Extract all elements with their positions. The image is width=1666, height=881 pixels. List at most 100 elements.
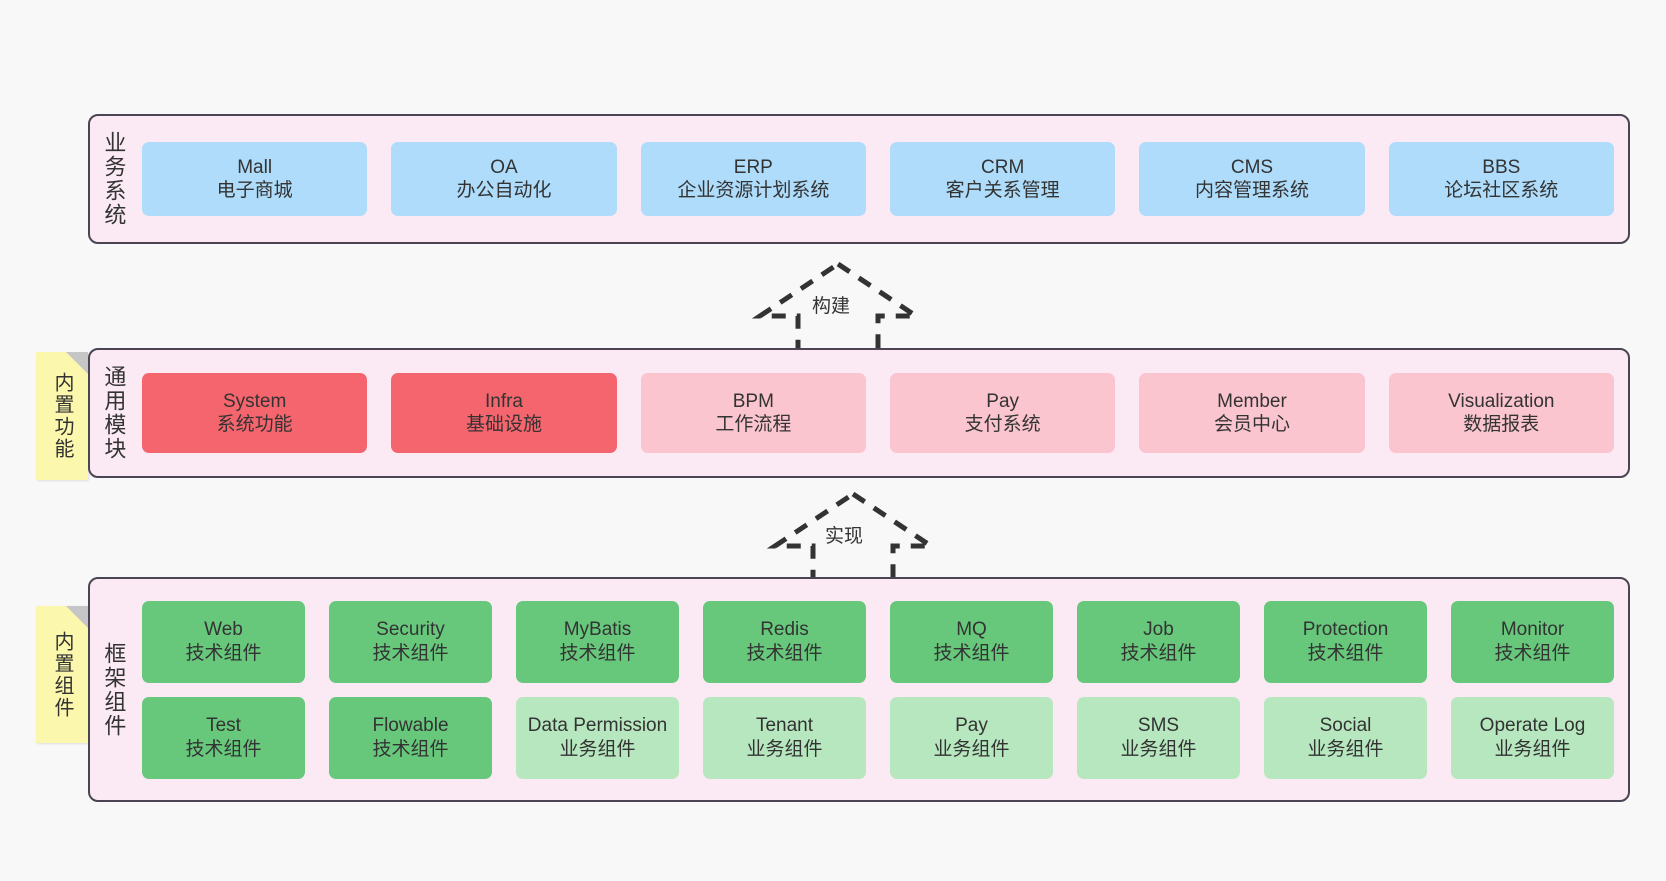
card-pay-business[interactable]: Pay 业务组件 bbox=[890, 696, 1053, 779]
card-mall[interactable]: Mall 电子商城 bbox=[142, 142, 368, 216]
card-member[interactable]: Member 会员中心 bbox=[1139, 373, 1365, 453]
card-title: MyBatis bbox=[563, 619, 632, 641]
card-title: Test bbox=[206, 715, 241, 737]
card-title: Protection bbox=[1302, 619, 1389, 641]
card-operate-log[interactable]: Operate Log 业务组件 bbox=[1451, 696, 1614, 779]
card-bbs[interactable]: BBS 论坛社区系统 bbox=[1388, 142, 1614, 216]
card-subtitle: 技术组件 bbox=[185, 738, 262, 760]
card-title: Monitor bbox=[1500, 619, 1565, 641]
card-subtitle: 技术组件 bbox=[372, 738, 449, 760]
card-subtitle: 工作流程 bbox=[715, 414, 792, 435]
card-row: Mall 电子商城 OA 办公自动化 ERP 企业资源计划系统 CRM 客户关系… bbox=[142, 142, 1614, 216]
card-title: SMS bbox=[1137, 715, 1180, 737]
card-title: OA bbox=[490, 156, 518, 178]
card-title: CRM bbox=[981, 156, 1025, 178]
card-oa[interactable]: OA 办公自动化 bbox=[391, 142, 617, 216]
card-subtitle: 技术组件 bbox=[1120, 642, 1197, 664]
card-subtitle: 技术组件 bbox=[1494, 642, 1571, 664]
card-subtitle: 技术组件 bbox=[1307, 642, 1384, 664]
layer-body-business-system: Mall 电子商城 OA 办公自动化 ERP 企业资源计划系统 CRM 客户关系… bbox=[136, 116, 1628, 242]
card-title: Infra bbox=[484, 390, 523, 412]
card-subtitle: 内容管理系统 bbox=[1194, 180, 1309, 201]
card-title: BBS bbox=[1482, 156, 1521, 178]
layer-title-framework-component: 框架组件 bbox=[101, 641, 127, 738]
card-title: ERP bbox=[733, 156, 773, 178]
card-title: Data Permission bbox=[527, 715, 668, 737]
card-title: Job bbox=[1143, 619, 1174, 641]
card-title: Pay bbox=[986, 390, 1020, 412]
arrow-implement-label: 实现 bbox=[825, 526, 864, 547]
layer-body-common-module: System 系统功能 Infra 基础设施 BPM 工作流程 Pay 支付系统… bbox=[136, 350, 1628, 476]
card-test[interactable]: Test 技术组件 bbox=[142, 696, 305, 779]
card-title: Web bbox=[204, 619, 243, 641]
layer-framework-component: 框架组件 Web 技术组件 Security 技术组件 MyBatis 技术组件… bbox=[88, 577, 1630, 802]
card-subtitle: 技术组件 bbox=[933, 642, 1010, 664]
card-title: Redis bbox=[760, 619, 809, 641]
card-subtitle: 客户关系管理 bbox=[945, 180, 1060, 201]
card-title: Operate Log bbox=[1479, 715, 1586, 737]
card-tenant[interactable]: Tenant 业务组件 bbox=[703, 696, 866, 779]
card-subtitle: 论坛社区系统 bbox=[1444, 180, 1559, 201]
card-data-permission[interactable]: Data Permission 业务组件 bbox=[516, 696, 679, 779]
card-title: Mall bbox=[237, 156, 273, 178]
card-row: System 系统功能 Infra 基础设施 BPM 工作流程 Pay 支付系统… bbox=[142, 373, 1614, 453]
card-subtitle: 技术组件 bbox=[746, 642, 823, 664]
card-title: Security bbox=[376, 619, 445, 641]
card-subtitle: 基础设施 bbox=[465, 414, 542, 435]
card-title: BPM bbox=[732, 390, 774, 412]
card-subtitle: 数据报表 bbox=[1463, 414, 1540, 435]
card-security[interactable]: Security 技术组件 bbox=[329, 600, 492, 683]
card-social[interactable]: Social 业务组件 bbox=[1264, 696, 1427, 779]
card-visualization[interactable]: Visualization 数据报表 bbox=[1388, 373, 1614, 453]
card-flowable[interactable]: Flowable 技术组件 bbox=[329, 696, 492, 779]
card-web[interactable]: Web 技术组件 bbox=[142, 600, 305, 683]
card-mq[interactable]: MQ 技术组件 bbox=[890, 600, 1053, 683]
card-title: Visualization bbox=[1448, 390, 1555, 412]
layer-title-common-module: 通用模块 bbox=[101, 365, 127, 461]
card-infra[interactable]: Infra 基础设施 bbox=[391, 373, 617, 453]
card-subtitle: 技术组件 bbox=[185, 642, 262, 664]
card-title: Social bbox=[1319, 715, 1372, 737]
card-erp[interactable]: ERP 企业资源计划系统 bbox=[640, 142, 866, 216]
page-fold-icon bbox=[66, 352, 88, 374]
card-bpm[interactable]: BPM 工作流程 bbox=[640, 373, 866, 453]
card-subtitle: 电子商城 bbox=[216, 180, 293, 201]
card-subtitle: 业务组件 bbox=[746, 738, 823, 760]
card-cms[interactable]: CMS 内容管理系统 bbox=[1139, 142, 1365, 216]
card-row: Test 技术组件 Flowable 技术组件 Data Permission … bbox=[142, 696, 1614, 779]
sticky-note-label: 内置组件 bbox=[51, 630, 73, 719]
card-job[interactable]: Job 技术组件 bbox=[1077, 600, 1240, 683]
card-title: CMS bbox=[1230, 156, 1274, 178]
card-subtitle: 技术组件 bbox=[559, 642, 636, 664]
card-title: Flowable bbox=[372, 715, 449, 737]
sticky-note-builtin-features: 内置功能 bbox=[36, 352, 88, 480]
card-title: Pay bbox=[955, 715, 988, 737]
card-title: Tenant bbox=[755, 715, 814, 737]
card-redis[interactable]: Redis 技术组件 bbox=[703, 600, 866, 683]
card-system[interactable]: System 系统功能 bbox=[142, 373, 368, 453]
card-subtitle: 业务组件 bbox=[1307, 738, 1384, 760]
card-subtitle: 系统功能 bbox=[216, 414, 293, 435]
layer-title-business-system: 业务系统 bbox=[101, 131, 127, 227]
card-title: System bbox=[222, 390, 287, 412]
layer-common-module: 通用模块 System 系统功能 Infra 基础设施 BPM 工作流程 Pay… bbox=[88, 348, 1630, 478]
card-title: Member bbox=[1217, 390, 1287, 412]
card-mybatis[interactable]: MyBatis 技术组件 bbox=[516, 600, 679, 683]
arrow-build-label: 构建 bbox=[812, 296, 851, 317]
card-pay[interactable]: Pay 支付系统 bbox=[889, 373, 1116, 453]
layer-body-framework-component: Web 技术组件 Security 技术组件 MyBatis 技术组件 Redi… bbox=[136, 579, 1628, 800]
sticky-note-builtin-components: 内置组件 bbox=[36, 606, 88, 743]
card-subtitle: 业务组件 bbox=[1120, 738, 1197, 760]
card-subtitle: 业务组件 bbox=[559, 738, 636, 760]
card-sms[interactable]: SMS 业务组件 bbox=[1077, 696, 1240, 779]
layer-business-system: 业务系统 Mall 电子商城 OA 办公自动化 ERP 企业资源计划系统 CRM… bbox=[88, 114, 1630, 244]
card-subtitle: 支付系统 bbox=[964, 414, 1041, 435]
card-crm[interactable]: CRM 客户关系管理 bbox=[889, 142, 1116, 216]
sticky-note-label: 内置功能 bbox=[51, 372, 73, 460]
card-protection[interactable]: Protection 技术组件 bbox=[1264, 600, 1427, 683]
card-subtitle: 技术组件 bbox=[372, 642, 449, 664]
card-subtitle: 业务组件 bbox=[933, 738, 1010, 760]
card-subtitle: 会员中心 bbox=[1213, 414, 1290, 435]
card-subtitle: 业务组件 bbox=[1494, 738, 1571, 760]
card-monitor[interactable]: Monitor 技术组件 bbox=[1451, 600, 1614, 683]
